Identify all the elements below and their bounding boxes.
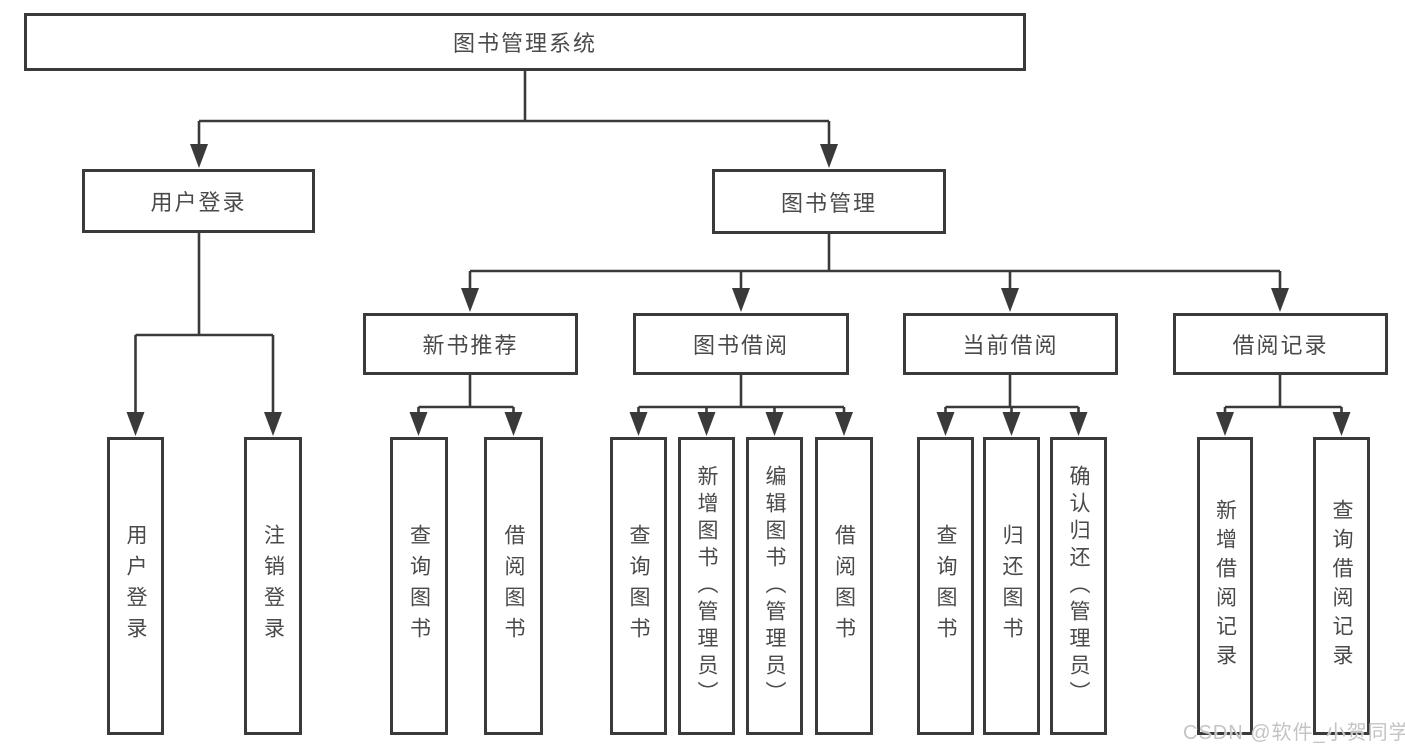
leaf-borrowing-query-books: 查询图书 (610, 437, 667, 735)
leaf-borrowing-add-books-admin-label: 新增图书（管理员） (695, 464, 718, 708)
leaf-borrowing-borrow-books-label: 借阅图书 (832, 524, 856, 648)
node-user-login: 用户登录 (82, 169, 315, 233)
node-new-book-recommendation-label: 新书推荐 (422, 333, 519, 358)
node-root-label: 图书管理系统 (452, 31, 597, 56)
node-new-book-recommendation: 新书推荐 (363, 313, 578, 375)
leaf-current-return-books-label: 归还图书 (1000, 524, 1023, 648)
node-book-borrowing: 图书借阅 (633, 313, 849, 375)
node-current-borrowing-label: 当前借阅 (962, 333, 1059, 358)
leaf-borrowing-edit-books-admin-label: 编辑图书（管理员） (763, 464, 786, 708)
node-book-management-label: 图书管理 (780, 190, 877, 216)
node-borrowing-records-label: 借阅记录 (1232, 333, 1329, 358)
leaf-current-return-books: 归还图书 (983, 437, 1040, 735)
csdn-watermark: CSDN @软件_小贺同学 (1183, 722, 1405, 744)
leaf-borrowing-borrow-books: 借阅图书 (815, 437, 873, 735)
leaf-user-login-label: 用户登录 (124, 524, 147, 648)
node-book-management: 图书管理 (712, 169, 946, 234)
leaf-records-add-record: 新增借阅记录 (1197, 437, 1253, 735)
leaf-current-confirm-return-admin-label: 确认归还（管理员） (1067, 464, 1090, 708)
node-book-borrowing-label: 图书借阅 (692, 333, 789, 358)
leaf-current-query-books: 查询图书 (917, 437, 974, 735)
leaf-newbooks-borrow-books: 借阅图书 (484, 437, 543, 735)
leaf-current-confirm-return-admin: 确认归还（管理员） (1050, 437, 1107, 735)
leaf-newbooks-borrow-books-label: 借阅图书 (502, 524, 525, 648)
leaf-records-query-record-label: 查询借阅记录 (1330, 499, 1353, 673)
leaf-logout-login-label: 注销登录 (261, 524, 285, 648)
node-user-login-label: 用户登录 (150, 190, 247, 215)
node-current-borrowing: 当前借阅 (903, 313, 1118, 375)
leaf-newbooks-query-books-label: 查询图书 (407, 524, 431, 648)
leaf-records-add-record-label: 新增借阅记录 (1213, 499, 1237, 673)
leaf-logout-login: 注销登录 (244, 437, 302, 735)
node-borrowing-records: 借阅记录 (1173, 313, 1388, 375)
leaf-records-query-record: 查询借阅记录 (1313, 437, 1370, 735)
leaf-current-query-books-label: 查询图书 (934, 524, 957, 648)
leaf-borrowing-add-books-admin: 新增图书（管理员） (678, 437, 735, 735)
node-root: 图书管理系统 (24, 13, 1026, 71)
leaf-borrowing-edit-books-admin: 编辑图书（管理员） (746, 437, 803, 735)
arrowheads (126, 144, 1351, 436)
leaf-user-login: 用户登录 (107, 437, 164, 735)
leaf-borrowing-query-books-label: 查询图书 (627, 524, 650, 648)
connector-elbows (134, 71, 1343, 416)
leaf-newbooks-query-books: 查询图书 (390, 437, 448, 735)
